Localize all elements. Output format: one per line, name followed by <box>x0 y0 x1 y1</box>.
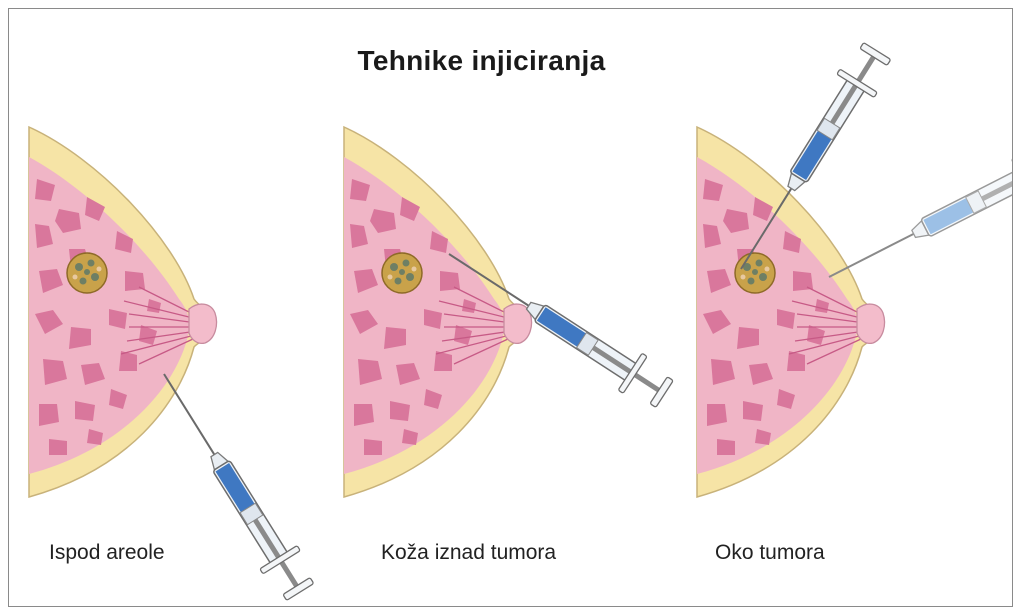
breast-intradermal-injection-illustration <box>344 127 677 497</box>
caption-skin-over-tumor: Koža iznad tumora <box>381 541 556 565</box>
caption-subareolar: Ispod areole <box>49 541 165 565</box>
figure-frame: Tehnike injiciranja <box>8 8 1013 607</box>
illustration-canvas <box>9 9 1013 607</box>
breast-peritumoral-injection-illustration <box>697 39 1013 497</box>
caption-around-tumor: Oko tumora <box>715 541 825 565</box>
breast-subareolar-injection-illustration <box>29 127 319 604</box>
